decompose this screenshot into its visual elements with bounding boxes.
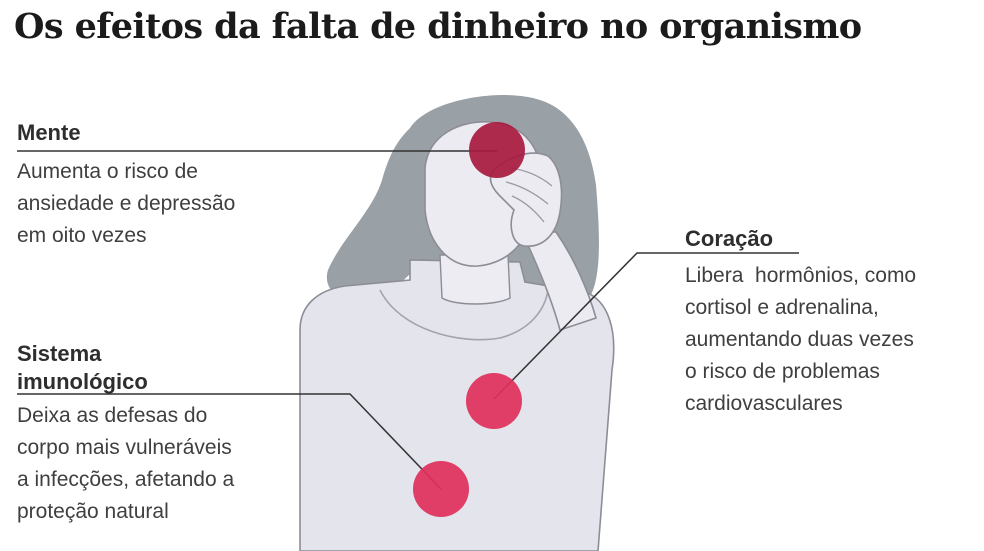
coracao-line-1: Libera hormônios, como [685,264,917,287]
imune-line-3: a infecções, afetando a [17,468,235,491]
coracao-leader-line [493,252,799,400]
coracao-line-5: cardiovasculares [685,392,843,415]
imune-line-1: Deixa as defesas do [17,404,208,427]
coracao-line-4: o risco de problemas [685,360,880,383]
mente-marker [469,122,525,178]
page-title: Os efeitos da falta de dinheiro no organ… [14,6,862,47]
imune-heading: Sistema imunológico [17,340,234,396]
imune-marker [413,461,469,517]
mente-line-2: ansiedade e depressão [17,192,236,215]
neck-shape [439,254,511,305]
torso-shape [299,259,615,551]
imune-line-2: corpo mais vulneráveis [17,436,232,459]
coracao-marker [466,373,522,429]
coracao-line-2: cortisol e adrenalina, [685,296,879,319]
forearm-shape [520,231,597,332]
imune-annotation: Sistema imunológico Deixa as defesas do c… [17,340,234,528]
mente-line-3: em oito vezes [17,224,147,247]
coracao-text: Libera hormônios, como cortisol e adrena… [685,260,916,420]
mente-annotation: Mente Aumenta o risco de ansiedade e dep… [17,120,235,252]
imune-line-4: proteção natural [17,500,169,523]
imune-text: Deixa as defesas do corpo mais vulneráve… [17,400,234,528]
coracao-line-3: aumentando duas vezes [685,328,914,351]
mente-line-1: Aumenta o risco de [17,160,198,183]
neckline-shape [379,289,549,341]
imune-leader-line [17,393,442,490]
hand-shape [489,152,563,247]
coracao-heading: Coração [685,226,774,251]
mente-text: Aumenta o risco de ansiedade e depressão… [17,156,235,252]
coracao-annotation: Coração Libera hormônios, como cortisol … [685,226,916,420]
imune-heading-line-1: Sistema [17,341,102,366]
imune-heading-line-2: imunológico [17,369,148,394]
mente-heading: Mente [17,120,81,145]
